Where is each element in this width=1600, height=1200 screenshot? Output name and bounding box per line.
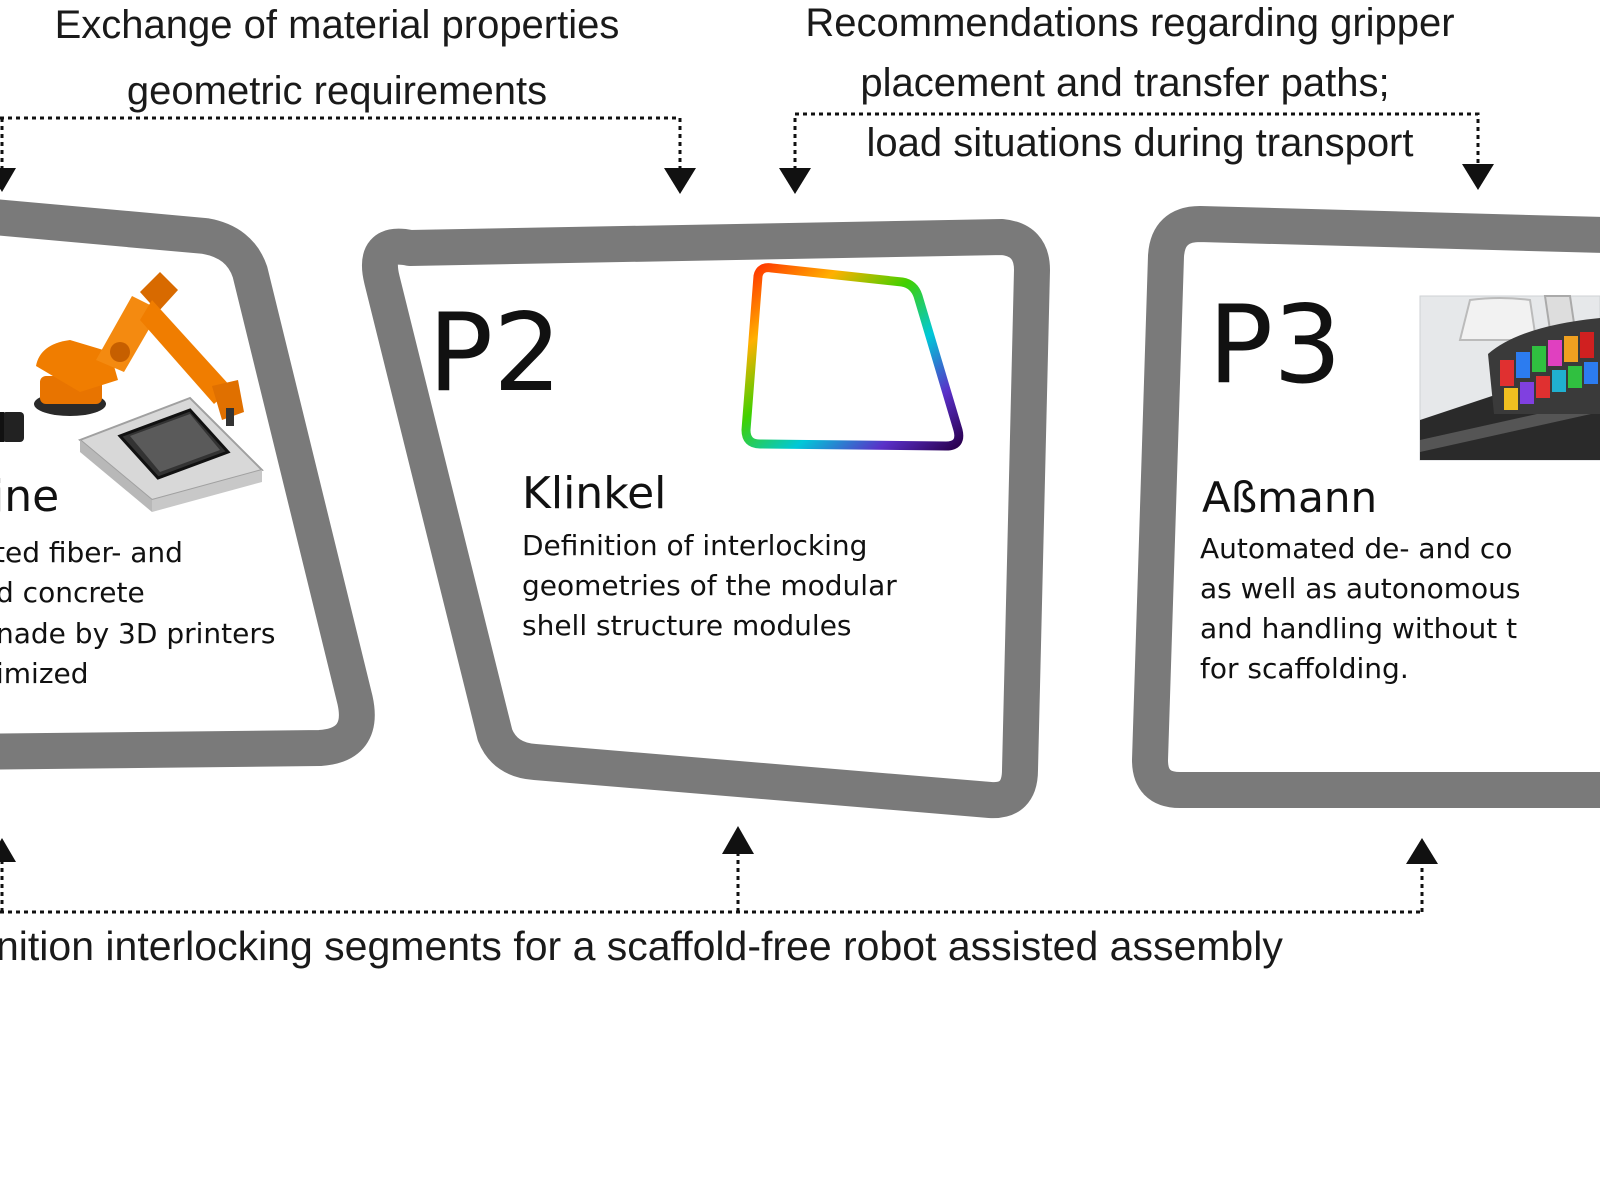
top-right-connector <box>793 112 1480 170</box>
arrow-down-icon <box>664 168 696 194</box>
description-line: shell structure modules <box>522 609 852 642</box>
description-line: Definition of interlocking <box>522 529 867 562</box>
description-line: and handling without t <box>1200 612 1517 645</box>
annotation-text: Recommendations regarding gripper <box>805 1 1454 45</box>
description-line: for scaffolding. <box>1200 652 1409 685</box>
annotation-text: load situations during transport <box>867 121 1414 165</box>
top-arrowheads <box>0 164 1494 194</box>
panel-p2: P2 Klinkel Definition of interlocking ge… <box>361 219 1050 819</box>
description-line: geometries of the modular <box>522 569 897 602</box>
panel-p3: P3 Aßmann Automated de- and co <box>1132 206 1600 808</box>
arrow-up-icon <box>0 838 16 862</box>
description-line: Automated de- and co <box>1200 532 1512 565</box>
description-line: d concrete <box>0 576 145 609</box>
description-line: nade by 3D printers <box>0 617 275 650</box>
annotation-text: geometric requirements <box>127 69 547 113</box>
description-line: ted fiber- and <box>0 536 183 569</box>
robotic-assembly-photo <box>1419 295 1600 461</box>
top-right-annotation: Recommendations regarding gripper placem… <box>805 1 1454 165</box>
arrow-down-icon <box>1462 164 1494 190</box>
panel-frame <box>361 219 1050 819</box>
panel-description: Definition of interlocking geometries of… <box>522 529 897 642</box>
arrow-down-icon <box>779 168 811 194</box>
bottom-connector <box>0 852 1424 914</box>
bottom-arrowheads <box>0 826 1438 864</box>
panel-code: P3 <box>1208 283 1342 408</box>
annotation-text: Exchange of material properties <box>55 3 620 47</box>
annotation-text: placement and transfer paths; <box>860 61 1389 105</box>
panel-name: Klinkel <box>522 468 666 519</box>
description-line: as well as autonomous <box>1200 572 1521 605</box>
rainbow-quadrilateral-image <box>741 263 964 451</box>
panel-code: P2 <box>428 291 562 416</box>
arrow-up-icon <box>722 826 754 854</box>
panel-description: ted fiber- and d concrete nade by 3D pri… <box>0 536 275 690</box>
panel-p1: ine ted fiber- and d concrete nade by 3D… <box>0 199 375 770</box>
panel-description: Automated de- and co as well as autonomo… <box>1200 532 1521 685</box>
arrow-up-icon <box>1406 838 1438 864</box>
bottom-annotation: nition interlocking segments for a scaff… <box>0 923 1283 969</box>
arrow-down-icon <box>0 168 16 192</box>
panel-name: Aßmann <box>1202 473 1377 522</box>
robot-arm-illustration <box>0 272 264 512</box>
description-line: imized <box>0 657 89 690</box>
top-left-annotation: Exchange of material properties geometri… <box>55 3 620 113</box>
panel-name: ine <box>0 471 59 522</box>
top-left-connector <box>0 116 682 168</box>
